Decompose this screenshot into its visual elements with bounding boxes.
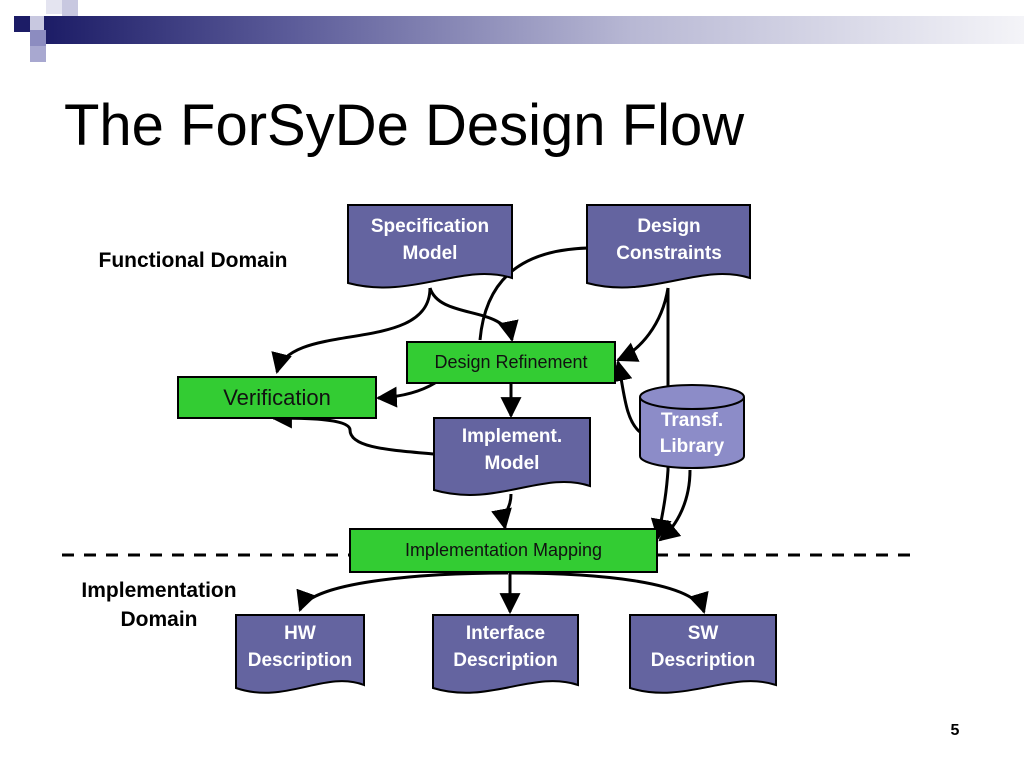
arrow-mapping-to-sw <box>509 571 709 615</box>
arrow-refinement-to-verification <box>375 381 436 408</box>
hw-description-node: HW Description <box>236 619 364 675</box>
verification-label: Verification <box>223 384 331 410</box>
arrow-constraints-to-refinement-side <box>616 287 670 362</box>
arrow-library-to-mapping <box>658 469 692 542</box>
functional-domain-text: Functional Domain <box>98 249 288 272</box>
interface-description-line1: Interface <box>465 623 546 644</box>
implementation-domain-label: Implementation Domain <box>58 576 260 634</box>
design-constraints-shape <box>586 204 751 289</box>
specification-model-node: Specification Model <box>350 212 510 268</box>
design-refinement-node: Design Refinement <box>407 342 615 383</box>
hw-description-shape <box>235 614 365 694</box>
functional-domain-label: Functional Domain <box>72 246 314 275</box>
specification-model-shape <box>347 204 513 289</box>
implement-model-shape <box>433 417 591 496</box>
sw-description-node: SW Description <box>630 619 776 675</box>
sw-description-shape <box>629 614 777 694</box>
page-number: 5 <box>950 722 960 739</box>
implement-model-line2: Model <box>484 453 540 474</box>
sw-description-line2: Description <box>650 650 756 671</box>
arrow-library-to-refinement <box>611 359 642 434</box>
design-refinement-label: Design Refinement <box>434 352 588 372</box>
implementation-mapping-node: Implementation Mapping <box>350 529 657 572</box>
implement-model-node: Implement. Model <box>436 423 588 477</box>
hw-description-line1: HW <box>284 623 316 644</box>
arrow-implement-to-mapping <box>491 493 513 531</box>
verification-shape <box>177 376 377 419</box>
specification-model-line1: Specification <box>370 216 490 237</box>
design-constraints-line2: Constraints <box>616 243 722 264</box>
header-square-blue <box>30 30 46 46</box>
transf-library-shape <box>639 384 745 469</box>
verification-node: Verification <box>178 377 376 418</box>
arrow-implement-to-verification <box>270 407 435 456</box>
specification-model-line2: Model <box>402 243 458 264</box>
header-square-small <box>30 46 46 62</box>
header-square-light <box>30 16 44 32</box>
arrow-spec-to-verification <box>271 287 432 375</box>
header-square-tr <box>46 0 62 14</box>
design-refinement-shape <box>406 341 616 384</box>
sw-description-line1: SW <box>687 623 719 644</box>
transf-library-node: Transf. Library <box>640 406 744 462</box>
transf-library-line2: Library <box>659 436 725 457</box>
design-constraints-line1: Design <box>637 216 701 237</box>
implementation-domain-line2: Domain <box>120 608 198 631</box>
arrow-mapping-to-hw <box>296 571 509 612</box>
interface-description-line2: Description <box>453 650 558 671</box>
header-square-mid <box>62 0 78 16</box>
arrow-spec-to-refinement <box>428 287 519 343</box>
slide-title: The ForSyDe Design Flow <box>64 93 745 158</box>
transf-library-line1: Transf. <box>660 410 724 431</box>
header-gradient-bar <box>44 16 1024 44</box>
implementation-domain-line1: Implementation <box>81 579 237 602</box>
implementation-mapping-shape <box>349 528 658 573</box>
implementation-mapping-label: Implementation Mapping <box>404 540 603 560</box>
design-constraints-node: Design Constraints <box>589 212 749 268</box>
implement-model-line1: Implement. <box>461 426 563 447</box>
header-square-dark <box>14 16 30 32</box>
interface-description-node: Interface Description <box>433 619 578 675</box>
interface-description-shape <box>432 614 579 694</box>
hw-description-line2: Description <box>247 650 353 671</box>
